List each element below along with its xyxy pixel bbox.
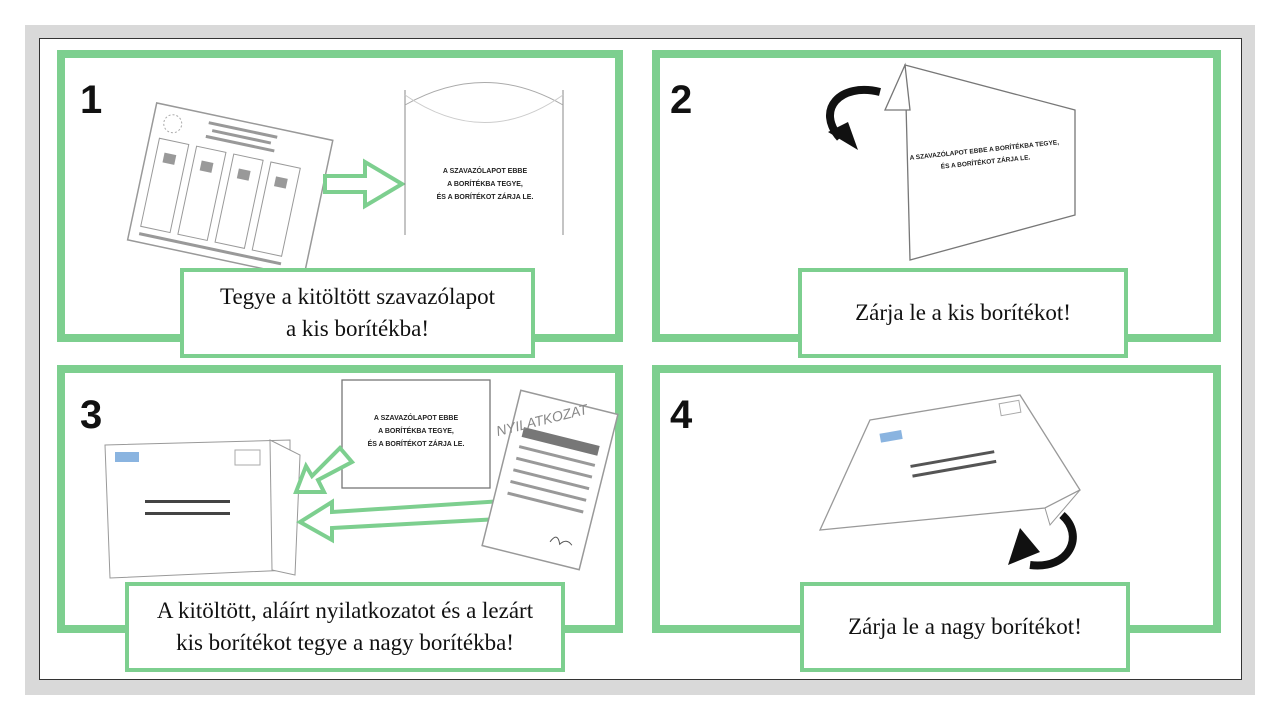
rotate-arrow-icon (1029, 511, 1077, 570)
envelope-text-line: A BORÍTÉKBA TEGYE, (447, 181, 523, 188)
large-envelope-icon (104, 439, 301, 579)
declaration-icon (481, 389, 619, 571)
caption-line: a kis borítékba! (285, 316, 430, 341)
envelope-text-line: A BORÍTÉKBA TEGYE, (378, 428, 454, 435)
envelope-text-line: A SZAVAZÓLAPOT EBBE (442, 168, 528, 175)
small-envelope-icon (404, 82, 564, 235)
caption-line: Zárja le a kis borítékot! (855, 300, 1071, 325)
small-envelope-label: A SZAVAZÓLAPOT EBBE A BORÍTÉKBA TEGYE, É… (420, 165, 550, 204)
folded-envelope-icon (904, 64, 1076, 261)
step-3-number: 3 (80, 393, 103, 437)
arrow-icon (296, 497, 520, 544)
ballot-icon (126, 102, 334, 279)
step-2-caption: Zárja le a kis borítékot! (798, 268, 1128, 358)
caption-line: A kitöltött, aláírt nyilatkozatot és a l… (156, 598, 534, 623)
step-4-caption: Zárja le a nagy borítékot! (800, 582, 1130, 672)
envelope-text-line: ÉS A BORÍTÉKOT ZÁRJA LE. (367, 441, 465, 448)
step-1-caption: Tegye a kitöltött szavazólapot a kis bor… (180, 268, 535, 358)
sealed-large-envelope-icon (818, 394, 1081, 531)
step-4-number: 4 (670, 393, 693, 437)
arrow-right-icon (323, 158, 406, 210)
step-2-number: 2 (670, 78, 693, 122)
envelope-text-line: ÉS A BORÍTÉKOT ZÁRJA LE. (436, 194, 534, 201)
caption-line: Tegye a kitöltött szavazólapot (220, 284, 495, 309)
arrow-icon (293, 445, 356, 494)
step-1-number: 1 (80, 78, 103, 122)
caption-line: Zárja le a nagy borítékot! (848, 614, 1082, 639)
small-envelope-icon (341, 379, 491, 489)
step-3-caption: A kitöltött, aláírt nyilatkozatot és a l… (125, 582, 565, 672)
small-envelope-label: A SZAVAZÓLAPOT EBBE A BORÍTÉKBA TEGYE, É… (350, 412, 482, 451)
caption-line: kis borítékot tegye a nagy borítékba! (176, 630, 514, 655)
envelope-text-line: A SZAVAZÓLAPOT EBBE (373, 415, 459, 422)
